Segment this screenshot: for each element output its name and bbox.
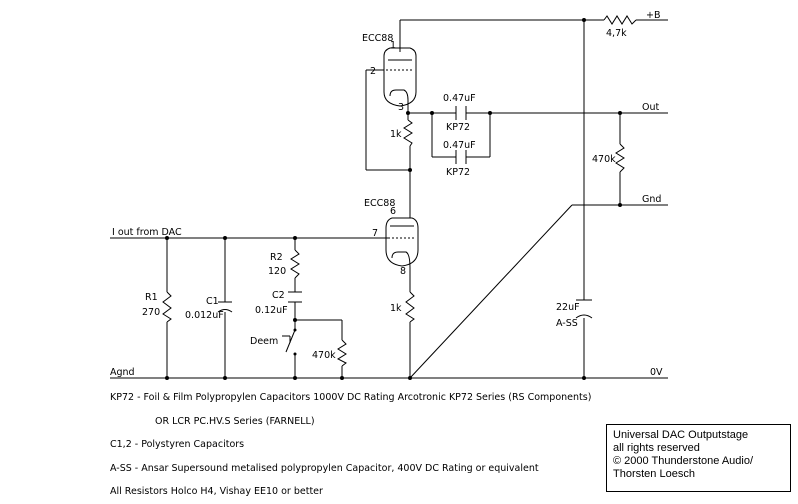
c-out1-value: 0.47uF (443, 93, 476, 104)
resistor-r-out (615, 143, 625, 173)
r-deem-value: 470k (312, 350, 336, 361)
note-lcr: OR LCR PC.HV.S Series (FARNELL) (155, 416, 315, 427)
credit-box: Universal DAC Outputstage all rights res… (606, 424, 791, 492)
resistor-r-cathode-top (403, 119, 413, 147)
c1-value: 0.012uF (185, 310, 224, 321)
c-supply-value: 22uF (556, 302, 580, 313)
gnd-label: Gnd (642, 194, 661, 205)
tube-bottom-label: ECC88 (364, 198, 395, 209)
c-supply-type: A-SS (556, 318, 578, 329)
pin-7-label: 7 (372, 228, 378, 239)
capacitor-c-out1 (455, 106, 467, 120)
tube-bottom (385, 217, 419, 269)
credit-line-copyright: © 2000 Thunderstone Audio/ (613, 455, 754, 467)
zero-v-label: 0V (650, 367, 663, 378)
capacitor-c-out2 (455, 150, 467, 164)
out-label: Out (642, 102, 659, 113)
r-supply-label: 4,7k (606, 28, 627, 39)
c-out2-type: KP72 (446, 167, 470, 178)
c2-name: C2 (272, 290, 285, 301)
pin-3-label: 3 (398, 102, 404, 113)
r1-name: R1 (145, 292, 158, 303)
pin-6-label: 6 (390, 206, 396, 217)
tube-top-label: ECC88 (362, 33, 393, 44)
c-out2-value: 0.47uF (443, 140, 476, 151)
resistor-r-supply (603, 15, 637, 25)
r1-value: 270 (142, 307, 160, 318)
r-out-value: 470k (592, 154, 616, 165)
junctions (165, 18, 622, 380)
tube-top (383, 47, 417, 107)
pin-8-label: 8 (400, 266, 406, 277)
capacitor-c2 (288, 291, 302, 303)
note-c12: C1,2 - Polystyren Capacitors (110, 439, 245, 450)
input-label: I out from DAC (112, 227, 182, 238)
resistor-r2 (290, 249, 300, 279)
capacitor-c-supply (575, 299, 593, 319)
note-kp72: KP72 - Foil & Film Polypropylen Capacito… (110, 392, 592, 403)
pin-2-label: 2 (370, 66, 376, 77)
agnd-label: Agnd (110, 367, 135, 378)
resistor-r1 (162, 291, 172, 323)
resistor-r-cathode-bottom (405, 291, 415, 323)
deem-label: Deem (250, 336, 278, 347)
r-cathode-bottom-value: 1k (390, 303, 402, 314)
resistor-r-deem (336, 339, 347, 367)
bplus-label: +B (646, 10, 660, 21)
c-out1-type: KP72 (446, 122, 470, 133)
r2-value: 120 (268, 266, 286, 277)
r-cathode-top-value: 1k (390, 129, 402, 140)
r2-name: R2 (270, 252, 283, 263)
note-ass: A-SS - Ansar Supersound metalised polypr… (110, 463, 539, 474)
c1-name: C1 (206, 296, 219, 307)
note-resistors: All Resistors Holco H4, Vishay EE10 or b… (110, 486, 323, 497)
credit-line-author: Thorsten Loesch (613, 468, 695, 480)
capacitor-c1 (217, 301, 233, 313)
credit-line-rights: all rights reserved (613, 442, 700, 454)
deem-switch (282, 328, 297, 356)
pin-1-label: 1 (390, 40, 396, 51)
credit-line-title: Universal DAC Outputstage (613, 429, 749, 441)
c2-value: 0.12uF (255, 305, 288, 316)
